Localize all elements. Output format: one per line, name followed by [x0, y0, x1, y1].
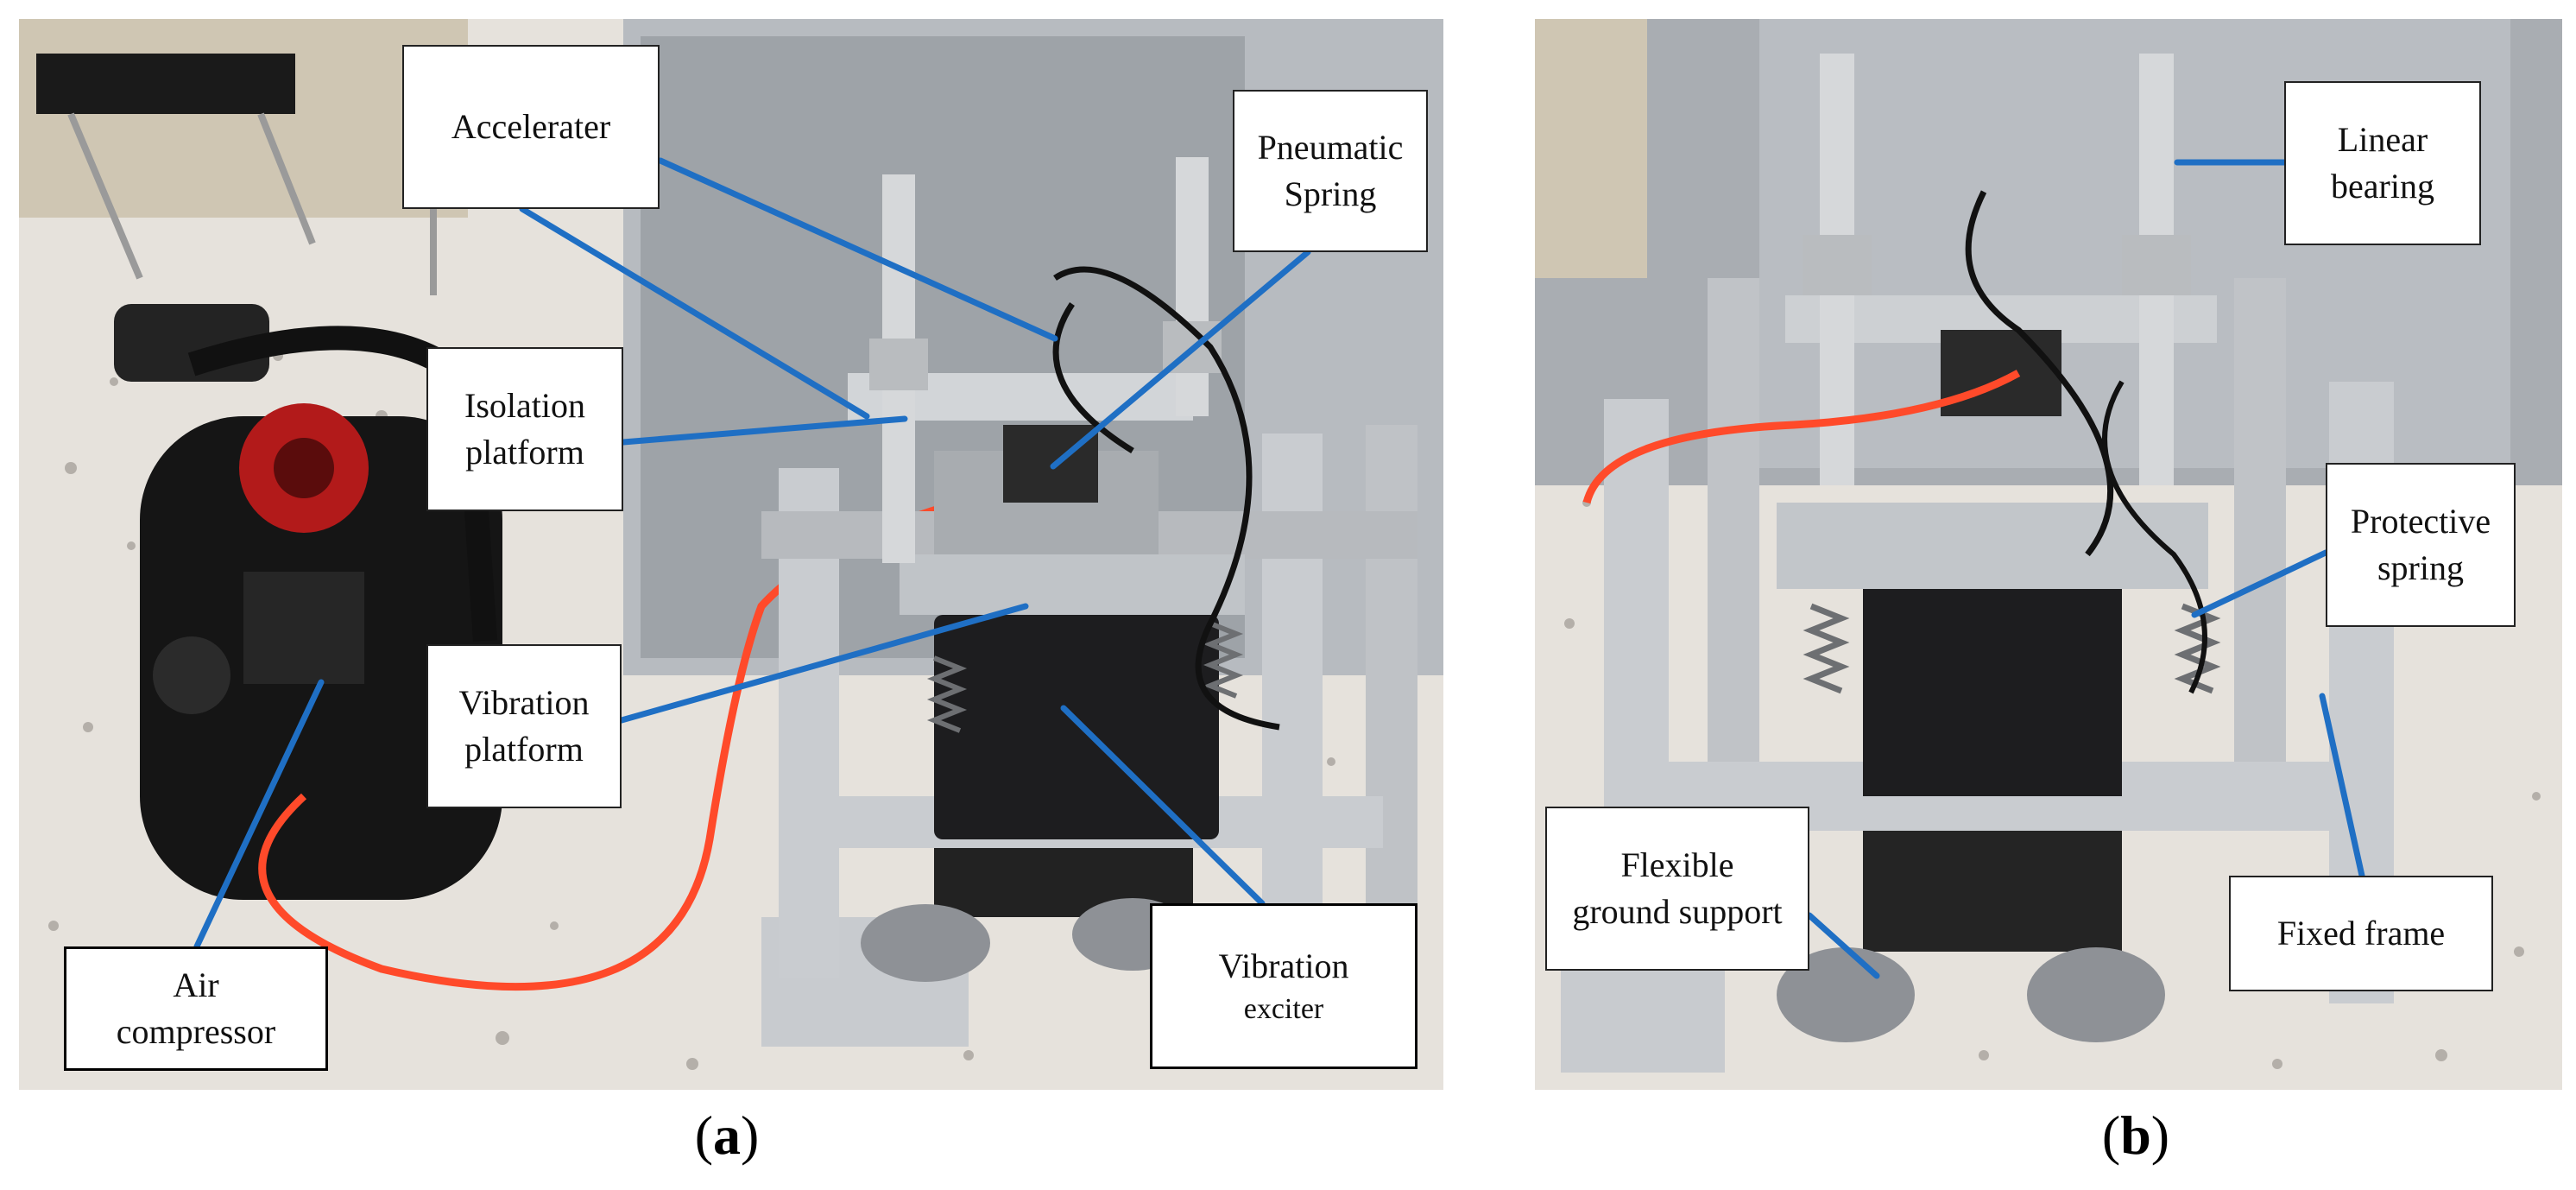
label-protective-line-2: spring: [2377, 548, 2464, 587]
caption-panel-b: (b): [2101, 1105, 2170, 1166]
label-air-compressor: Air compressor: [64, 946, 328, 1071]
label-isolation-line-1: Isolation: [464, 386, 585, 425]
label-pneumatic-line-1: Pneumatic: [1257, 128, 1404, 167]
label-fixed-frame-text: Fixed frame: [2276, 914, 2446, 953]
label-exciter-line-1: Vibration: [1218, 946, 1349, 986]
label-linear-bearing: Linear bearing: [2284, 81, 2481, 245]
label-vibration-exciter: Vibration exciter: [1150, 903, 1417, 1069]
label-flexible-line-2: ground support: [1572, 892, 1783, 931]
label-air-line-2: compressor: [116, 1012, 276, 1051]
caption-letter-a: a: [713, 1105, 741, 1166]
label-flexible-line-1: Flexible: [1620, 845, 1734, 884]
label-linear-line-2: bearing: [2331, 167, 2434, 206]
label-vibration-platform: Vibration platform: [426, 644, 622, 808]
label-isolation-line-2: platform: [465, 433, 584, 472]
caption-letter-b: b: [2120, 1105, 2151, 1166]
label-accelerater: Accelerater: [402, 45, 660, 209]
label-accelerater-text: Accelerater: [451, 107, 611, 146]
label-pneumatic-line-2: Spring: [1284, 174, 1377, 213]
label-vibration-platform-line-1: Vibration: [458, 683, 590, 722]
caption-panel-a: (a): [694, 1105, 760, 1166]
label-exciter-line-2: exciter: [1243, 993, 1324, 1026]
label-vibration-platform-line-2: platform: [464, 730, 584, 769]
label-isolation-platform: Isolation platform: [426, 347, 623, 511]
label-fixed-frame: Fixed frame: [2229, 876, 2493, 991]
label-protective-line-1: Protective: [2350, 502, 2491, 541]
label-air-line-1: Air: [173, 965, 219, 1004]
label-flexible-ground-support: Flexible ground support: [1545, 807, 1809, 971]
label-pneumatic-spring: Pneumatic Spring: [1233, 90, 1428, 252]
label-protective-spring: Protective spring: [2326, 463, 2516, 627]
label-linear-line-1: Linear: [2337, 120, 2428, 159]
